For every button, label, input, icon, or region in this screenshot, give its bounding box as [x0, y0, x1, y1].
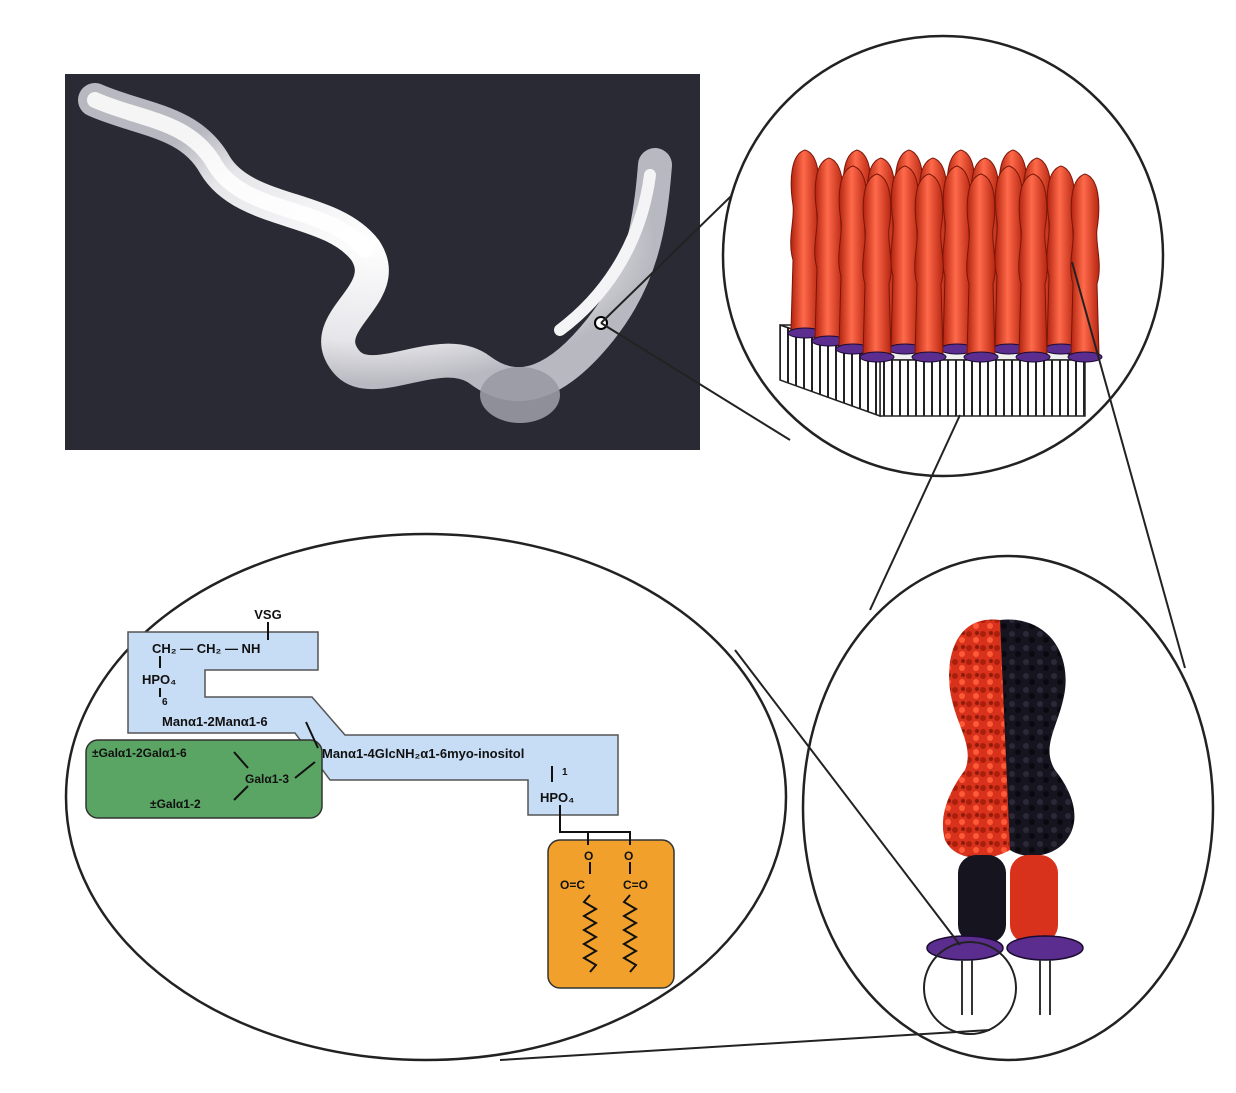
phosphate-label-top: HPO₄	[142, 672, 176, 687]
vsg-monomer-black	[1000, 619, 1075, 856]
galactose-top-label: ±Galα1-2Galα1-6	[92, 746, 187, 760]
ester-oxygen-left: O	[584, 849, 593, 863]
bond-lines	[159, 622, 638, 973]
link-6-label: 6	[162, 697, 168, 708]
undulating-membrane	[554, 169, 656, 336]
ester-oxygen-right: O	[624, 849, 633, 863]
gpi-anchor-structure: VSG CH₂ — CH₂ — NH HPO₄ 6 Manα1-2Manα1-6…	[64, 532, 788, 1062]
vsg-molecule	[859, 173, 895, 363]
coat-circle	[721, 34, 1165, 478]
vsg-surface-coat-icon	[787, 149, 1103, 363]
dimer-circle	[801, 554, 1215, 1062]
vsg-molecule	[787, 149, 823, 339]
vsg-molecule	[1043, 165, 1079, 355]
zoom-lines-coat	[869, 261, 1186, 669]
vsg-label: VSG	[254, 607, 281, 622]
core-glycan-label: Manα1-4GlcNH₂α1-6myo-inositol	[322, 746, 524, 761]
galactose-bottom-label: ±Galα1-2	[150, 797, 201, 811]
mannose-chain-label: Manα1-2Manα1-6	[162, 714, 268, 729]
vsg-molecule	[835, 165, 871, 355]
galactose-branch-box	[85, 739, 323, 819]
gpi-anchor-left	[926, 935, 1004, 961]
vsg-molecule	[1067, 173, 1103, 363]
trypanosome-posterior	[480, 367, 560, 423]
galactose-mid-label: Galα1-3	[245, 772, 289, 786]
vsg-molecule	[911, 173, 947, 363]
zoom-lines-anchor	[499, 649, 991, 1061]
phosphate-label-bottom: HPO₄	[540, 790, 574, 805]
trypanosome-micrograph	[65, 74, 700, 450]
c-terminal-domain-red	[1010, 855, 1058, 943]
link-1-label: 1	[562, 767, 568, 778]
ethanolamine-label: CH₂ — CH₂ — NH	[152, 641, 260, 656]
anchor-zoom-circle	[923, 941, 1017, 1035]
vsg-molecule	[887, 165, 923, 355]
c-terminal-domain-black	[958, 855, 1006, 943]
vsg-monomer-red	[942, 619, 1010, 859]
lipid-tails-dimer	[961, 960, 1051, 1015]
diacylglycerol-box	[547, 839, 675, 989]
carbonyl-left-label: O=C	[560, 878, 585, 892]
trypanosome-flagellum	[87, 92, 373, 258]
gpi-anchor-right	[1006, 935, 1084, 961]
vsg-dimer-icon	[926, 619, 1084, 1015]
vsg-molecule	[1015, 173, 1051, 363]
carbonyl-right-label: C=O	[623, 878, 648, 892]
vsg-molecule	[963, 173, 999, 363]
